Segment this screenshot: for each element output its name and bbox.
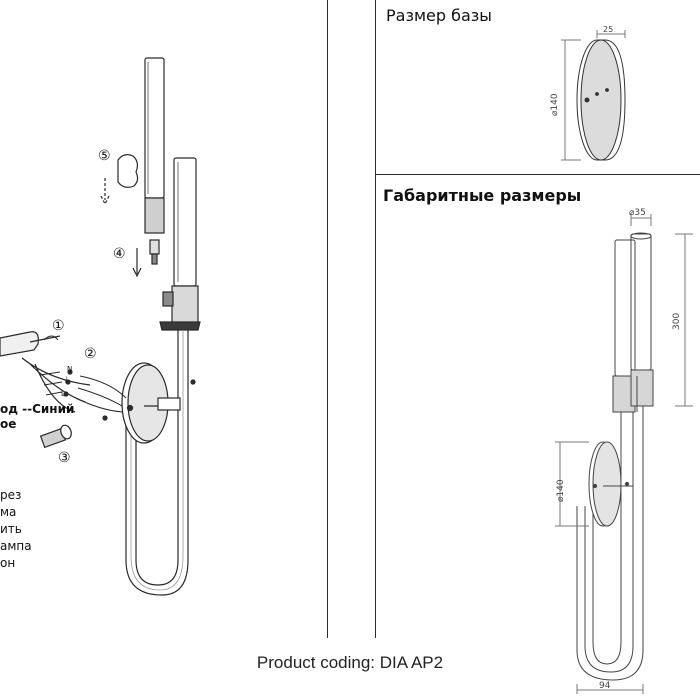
tube-length-label: 300 <box>672 313 682 330</box>
tube-holder <box>171 285 199 325</box>
step-5: ⑤ <box>98 148 111 164</box>
instruction-line: рез <box>0 488 22 502</box>
u-loop-inner <box>125 330 189 596</box>
step-4: ④ <box>113 246 126 262</box>
assembly-drawing: ① ② ③ ④ ⑤ N ⏚ L <box>0 57 201 596</box>
instruction-line: ампа <box>0 539 32 553</box>
terminal-l: L <box>61 390 65 398</box>
bulb <box>149 239 160 255</box>
base-size-title: Размер базы <box>386 6 492 25</box>
overall-dimensions-title: Габаритные размеры <box>383 186 582 205</box>
mount-bracket <box>0 331 39 357</box>
terminal-labels: N ⏚ L <box>61 365 72 398</box>
u-loop-outer <box>135 330 179 586</box>
vertical-divider-left <box>327 0 328 638</box>
step-1: ① <box>52 318 65 334</box>
vertical-divider-right <box>375 0 376 638</box>
u-loop <box>592 412 622 665</box>
product-coding: Product coding: DIA AP2 <box>256 653 444 672</box>
overall-dimensions-drawing: ⌀35 300 ⌀140 94 <box>555 208 693 694</box>
horizontal-divider <box>375 174 700 175</box>
tube-holder-right <box>630 369 654 407</box>
instruction-text: рез ма ить ампа он <box>0 487 32 572</box>
base-thickness-label: 25 <box>603 25 613 34</box>
wire-color-note-2: ое <box>0 417 17 431</box>
hand-icon <box>117 154 139 188</box>
base-diameter-label: ⌀140 <box>550 93 560 116</box>
step-3: ③ <box>58 450 71 466</box>
wire-color-note: од --Синий <box>0 402 75 416</box>
instruction-line: ить <box>0 522 22 536</box>
base-diameter-label: ⌀140 <box>556 479 566 502</box>
step-2: ② <box>84 346 97 362</box>
tube-diameter-label: ⌀35 <box>629 208 646 218</box>
left-tube <box>614 239 636 377</box>
base-size-drawing: 25 ⌀140 <box>550 25 626 161</box>
right-tube <box>630 233 652 371</box>
terminal-n: N <box>67 365 72 373</box>
tube-end-cap <box>144 197 165 234</box>
terminal-earth: ⏚ <box>63 376 70 384</box>
instruction-line: он <box>0 556 16 570</box>
width-label: 94 <box>599 681 611 691</box>
instruction-line: ма <box>0 505 17 519</box>
standing-tube <box>173 157 197 287</box>
step-markers: ① ② ③ ④ ⑤ <box>52 148 126 466</box>
